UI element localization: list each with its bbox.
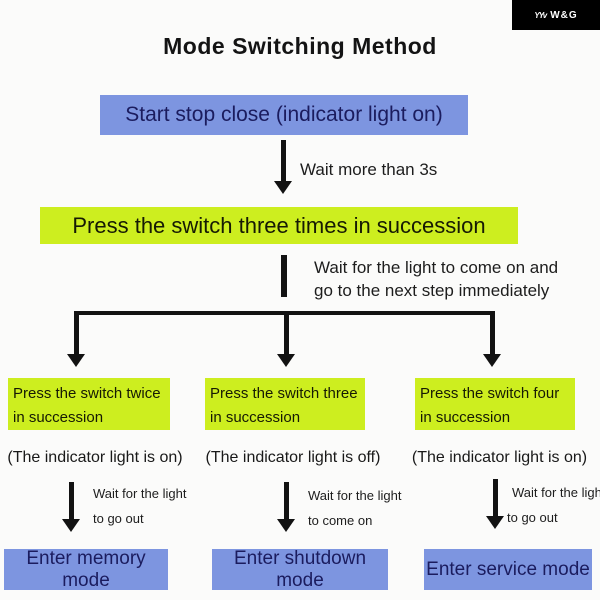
wait-label-line1: Wait for the light [512, 485, 600, 500]
wait-label-line2: to come on [308, 513, 373, 528]
result-box-memory: Enter memory mode [4, 548, 168, 591]
arrow-head-icon [67, 354, 85, 367]
indicator-note-memory: (The indicator light is on) [7, 449, 183, 466]
action-box-memory: Press the switch twice in succession [8, 378, 170, 430]
arrow-stem [68, 482, 74, 520]
branch-arrow-right [483, 311, 501, 367]
branch-arrow-left [67, 311, 85, 367]
wait-label-line1: Wait for the light [308, 488, 402, 503]
arrow-stem [283, 311, 289, 355]
arrow-head-icon [62, 519, 80, 532]
start-box: Start stop close (indicator light on) [100, 95, 468, 135]
result-box-service: Enter service mode [424, 549, 592, 590]
indicator-note-shutdown: (The indicator light is off) [205, 449, 381, 466]
arrow-stem [283, 482, 289, 520]
arrow-head-icon [483, 354, 501, 367]
wait-label-line2: to go out [507, 510, 558, 525]
arrow-stem [489, 311, 495, 355]
action-box-service: Press the switch four in succession [415, 378, 575, 430]
arrow-down-1 [274, 140, 292, 194]
brand-badge: YYv W&G [512, 0, 600, 30]
arrow-stem [492, 479, 498, 517]
indicator-note-service: (The indicator light is on) [411, 449, 588, 466]
connector-line [281, 255, 287, 297]
arrow1-label: Wait more than 3s [300, 160, 438, 179]
arrow-head-icon [277, 519, 295, 532]
wait-label-line1: Wait for the light [93, 486, 187, 501]
arrow-head-icon [274, 181, 292, 194]
result-box-shutdown: Enter shutdown mode [212, 548, 388, 591]
step2-box: Press the switch three times in successi… [40, 207, 518, 244]
arrow2-label-line2: go to the next step immediately [314, 281, 550, 300]
brand-logo-icon: YYv [534, 10, 547, 20]
arrow-down-memory [62, 482, 80, 532]
action-box-shutdown: Press the switch three in succession [205, 378, 365, 430]
action-text: Press the switch four in succession [420, 385, 560, 426]
action-text: Press the switch three in succession [210, 385, 358, 426]
arrow-down-shutdown [277, 482, 295, 532]
branch-arrow-middle [277, 311, 295, 367]
action-text: Press the switch twice in succession [13, 385, 161, 426]
arrow-stem [280, 140, 286, 182]
arrow-head-icon [486, 516, 504, 529]
arrow-down-service [486, 479, 504, 529]
arrow-stem [73, 311, 79, 355]
wait-label-line2: to go out [93, 511, 144, 526]
page-title: Mode Switching Method [163, 33, 437, 59]
arrow2-label-line1: Wait for the light to come on and [314, 258, 559, 277]
brand-name: W&G [550, 9, 578, 21]
arrow-head-icon [277, 354, 295, 367]
